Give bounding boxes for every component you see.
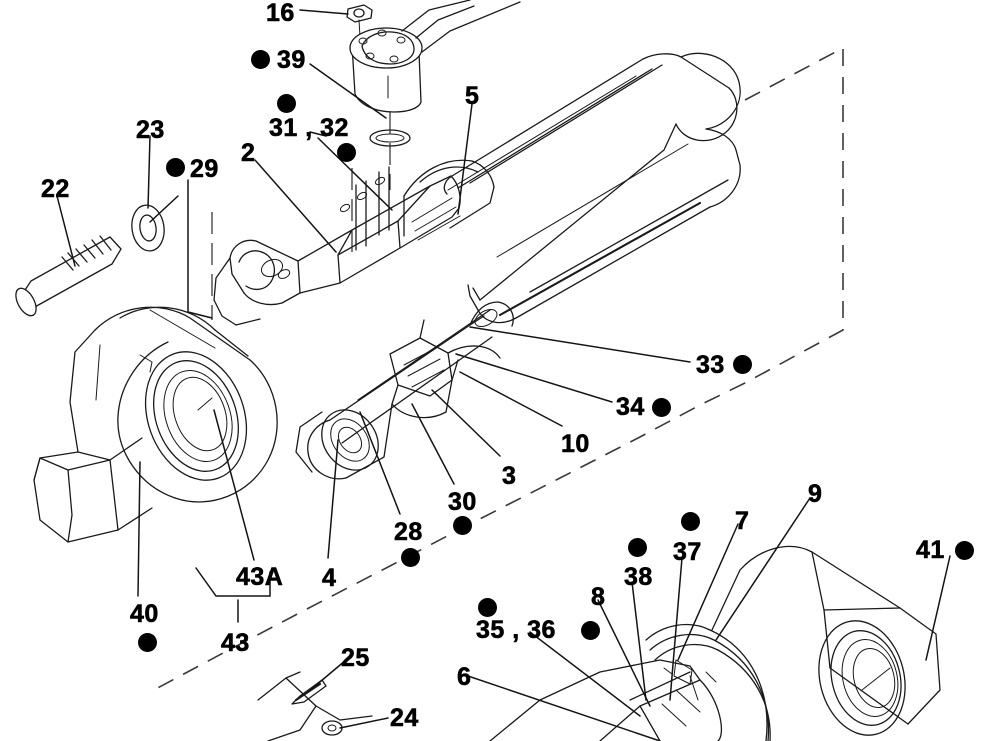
callout-label-16[interactable]: 16 (266, 0, 295, 27)
bottom-right-subassembly (489, 545, 941, 741)
callout-label-3[interactable]: 3 (502, 462, 517, 490)
callout-label-5[interactable]: 5 (465, 82, 480, 110)
callout-label-7[interactable]: 7 (735, 507, 750, 535)
rod-end-shoulder-group (211, 212, 301, 326)
callout-bullet-41 (955, 541, 974, 560)
callout-label-43A[interactable]: 43A (236, 563, 284, 591)
callout-bullet (478, 598, 497, 617)
callout-bullet-37 (681, 512, 700, 531)
callout-label-43[interactable]: 43 (221, 629, 250, 657)
part-22-bolt (15, 235, 122, 317)
callout-label-25[interactable]: 25 (341, 644, 370, 672)
part-39-gland-housing (346, 0, 521, 113)
callout-label-33[interactable]: 33 (696, 351, 725, 379)
callout-label-40[interactable]: 40 (130, 600, 159, 628)
leader-lines (56, 9, 951, 741)
callout-label-39[interactable]: 39 (277, 46, 306, 74)
callout-label-35-36[interactable]: 35 , 36 (476, 616, 556, 644)
part-40-43-rod-eye-clevis (33, 306, 278, 543)
callout-label-23[interactable]: 23 (136, 116, 165, 144)
callout-label-9[interactable]: 9 (808, 480, 823, 508)
callout-bullet-33 (733, 355, 752, 374)
callout-bullet-31-32 (277, 94, 296, 113)
cylinder-tube-body (443, 52, 741, 324)
part-31-32-oring (369, 112, 411, 190)
callout-label-6[interactable]: 6 (457, 663, 472, 691)
callout-label-31-32[interactable]: 31 , 32 (269, 114, 349, 142)
callout-label-41[interactable]: 41 (916, 536, 945, 564)
callout-bullet-40 (138, 633, 157, 652)
callout-bullet-28 (401, 548, 420, 567)
callout-label-38[interactable]: 38 (624, 563, 653, 591)
callout-bullet (337, 143, 356, 162)
callout-label-34[interactable]: 34 (616, 393, 645, 421)
callout-label-29[interactable]: 29 (190, 155, 219, 183)
callout-bullet-35-36 (581, 621, 600, 640)
callout-bullet-34 (652, 398, 671, 417)
callout-label-10[interactable]: 10 (561, 430, 590, 458)
callout-label-2[interactable]: 2 (241, 139, 256, 167)
callout-label-30[interactable]: 30 (448, 488, 477, 516)
callout-label-24[interactable]: 24 (390, 704, 419, 732)
callout-bullet-29 (166, 158, 185, 177)
callout-label-28[interactable]: 28 (394, 518, 423, 546)
callout-label-8[interactable]: 8 (591, 583, 606, 611)
callout-bullet-30 (453, 516, 472, 535)
small-parts-24-25 (257, 671, 373, 741)
callout-label-37[interactable]: 37 (673, 538, 702, 566)
callout-bullet-39 (251, 50, 270, 69)
callout-label-22[interactable]: 22 (41, 175, 70, 203)
piston-rod-inner-assembly (295, 301, 514, 480)
callout-bullet-38 (628, 538, 647, 557)
callout-label-4[interactable]: 4 (322, 564, 337, 592)
